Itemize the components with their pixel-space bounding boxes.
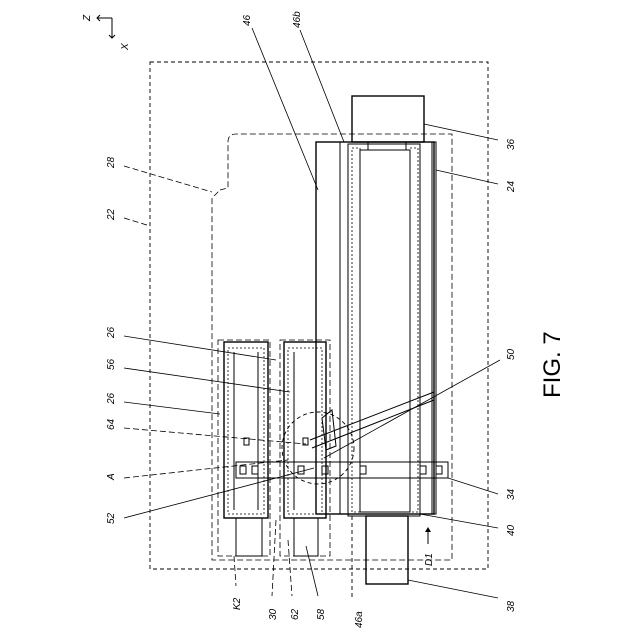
label-24: 24 bbox=[506, 180, 517, 193]
axis-z-label: Z bbox=[82, 14, 93, 22]
label-30: 30 bbox=[268, 608, 279, 620]
label-50: 50 bbox=[506, 348, 517, 360]
label-D1: D1 bbox=[424, 553, 435, 566]
label-46: 46 bbox=[242, 14, 253, 26]
label-A: A bbox=[106, 473, 117, 481]
label-28: 28 bbox=[106, 156, 117, 169]
label-62: 62 bbox=[290, 608, 301, 620]
figure-title: FIG. 7 bbox=[539, 331, 566, 398]
label-36: 36 bbox=[506, 138, 517, 150]
module-26-lower bbox=[280, 340, 336, 556]
inner-region-28 bbox=[212, 134, 452, 560]
rail-36 bbox=[352, 96, 424, 142]
label-56: 56 bbox=[106, 358, 117, 370]
d1-arrowhead bbox=[425, 527, 431, 532]
label-22: 22 bbox=[106, 208, 117, 221]
direction-d1: D1 bbox=[424, 527, 435, 566]
connector-50 bbox=[310, 392, 434, 448]
label-40: 40 bbox=[506, 524, 517, 536]
label-58: 58 bbox=[316, 608, 327, 620]
reference-labels: 46 46b 36 24 28 22 26 56 26 64 A 52 bbox=[106, 11, 517, 628]
label-K2: K2 bbox=[232, 597, 243, 610]
rail-38 bbox=[366, 516, 408, 584]
label-52: 52 bbox=[106, 512, 117, 524]
main-unit-24 bbox=[316, 142, 436, 516]
label-26-top: 26 bbox=[106, 326, 117, 339]
outer-region-22 bbox=[150, 62, 488, 569]
label-34: 34 bbox=[506, 488, 517, 500]
label-46b: 46b bbox=[292, 11, 303, 28]
label-26-second: 26 bbox=[106, 392, 117, 405]
axis-indicator: Z X bbox=[82, 14, 131, 51]
module-26-upper bbox=[218, 340, 270, 556]
axis-x-label: X bbox=[120, 43, 131, 51]
label-46a: 46a bbox=[354, 611, 365, 628]
label-38: 38 bbox=[506, 600, 517, 612]
label-64: 64 bbox=[106, 418, 117, 430]
